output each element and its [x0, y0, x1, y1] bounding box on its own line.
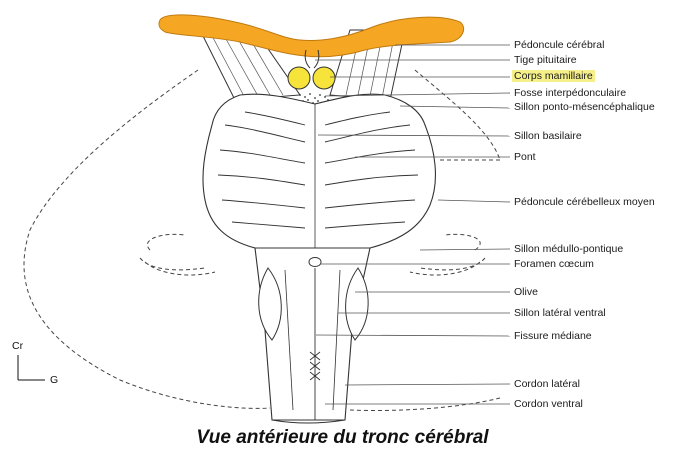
label-sillon-lateral-ventral: Sillon latéral ventral [514, 307, 606, 319]
optic-chiasm-band [158, 14, 465, 58]
label-sillon-ponto-mesencephalique: Sillon ponto-mésencéphalique [514, 101, 655, 113]
label-olive: Olive [514, 286, 538, 298]
label-pont: Pont [514, 151, 536, 163]
axis-label-gauche: G [50, 374, 59, 386]
label-sillon-medullo-pontique: Sillon médullo-pontique [514, 243, 624, 255]
figure-caption: Vue antérieure du tronc cérébral [196, 427, 489, 448]
orientation-axes [17, 355, 45, 381]
label-cordon-ventral: Cordon ventral [514, 398, 583, 410]
sillon-lateral-right [332, 269, 341, 411]
label-pedoncule-cerebral: Pédoncule cérébral [514, 39, 605, 51]
label-pedoncule-cerebelleux-moyen: Pédoncule cérébelleux moyen [514, 196, 655, 208]
pyramidal-decussation [309, 351, 321, 381]
label-tige-pituitaire: Tige pituitaire [514, 54, 577, 66]
olive-right [345, 267, 369, 341]
cerebellum-lower-right [349, 397, 501, 411]
label-corps-mamillaire: Corps mamillaire [512, 70, 595, 82]
mamillary-body-left [287, 66, 311, 90]
label-foramen-caecum: Foramen cœcum [514, 258, 594, 270]
label-sillon-basilaire: Sillon basilaire [514, 130, 582, 142]
olive-left [258, 267, 282, 341]
flocculus-right [409, 233, 486, 276]
label-fissure-mediane: Fissure médiane [514, 330, 592, 342]
foramen-caecum [308, 257, 322, 267]
sillon-lateral-left [284, 269, 294, 411]
axis-label-cranial: Cr [12, 340, 24, 352]
leader-lines [315, 44, 511, 405]
cerebellum-outline [23, 69, 271, 409]
pituitary-stalk [304, 49, 320, 69]
pons-fibers [217, 111, 419, 229]
mamillary-body-right [312, 66, 336, 90]
label-fosse-interpedonculaire: Fosse interpédonculaire [514, 87, 627, 99]
label-cordon-lateral: Cordon latéral [514, 378, 580, 390]
flocculus-left [139, 233, 216, 276]
pons [202, 93, 436, 249]
cerebellum-outline-right [414, 69, 501, 161]
